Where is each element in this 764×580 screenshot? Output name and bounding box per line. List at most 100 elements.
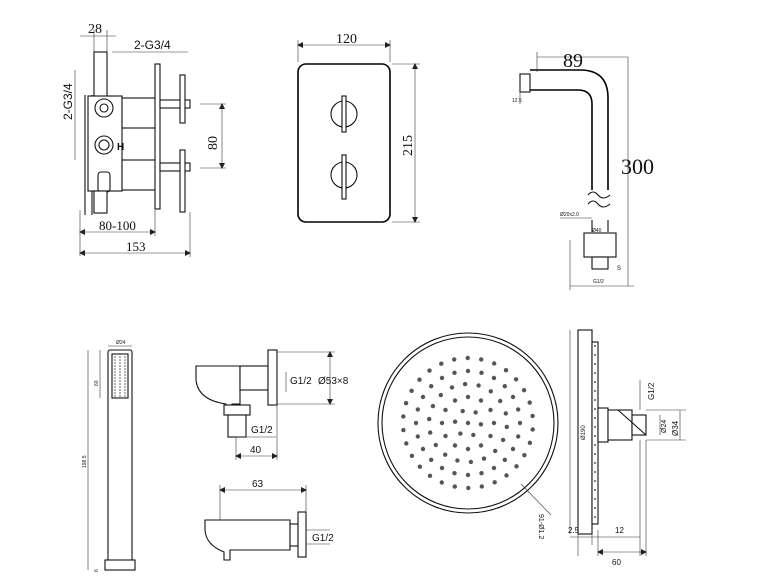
- nozzle-dot: [478, 398, 484, 403]
- handset-nozzle-dot: [114, 368, 116, 370]
- nozzle-dot: [462, 381, 468, 387]
- handset-nozzle-dot: [124, 377, 126, 379]
- nozzle-dot: [493, 448, 498, 454]
- side-nozzle-dot: [594, 417, 596, 419]
- nozzle-dot: [443, 452, 448, 457]
- nozzle-dot: [479, 370, 484, 375]
- holder-thread: G1/2: [312, 533, 334, 544]
- elbow-outlet-thread: G1/2: [251, 425, 273, 436]
- handset-nozzle-dot: [119, 371, 121, 373]
- nozzle-dot: [516, 407, 521, 412]
- nozzle-dot: [502, 384, 507, 389]
- handset-nozzle-dot: [119, 362, 121, 364]
- dim-top-width: 28: [88, 22, 102, 37]
- elbow-thread: G1/2: [290, 376, 312, 387]
- nozzle-dot: [476, 383, 481, 388]
- nozzle-dot: [428, 430, 433, 435]
- handset-nozzle-dot: [114, 359, 116, 361]
- dim-centers: 80: [206, 136, 221, 150]
- handset-nozzle-dot: [114, 374, 116, 376]
- nozzle-dot: [465, 446, 471, 452]
- nozzle-dot: [530, 413, 535, 419]
- hot-label: H: [117, 142, 124, 153]
- nozzle-dot: [439, 420, 445, 426]
- dim-inlet-thread: 2-G3/4: [61, 83, 75, 120]
- handset-nozzle-dot: [124, 362, 126, 364]
- handset-nozzle-dot: [119, 383, 121, 385]
- nozzle-dot: [491, 465, 497, 471]
- nozzle-dot: [458, 431, 463, 436]
- nozzle-dot: [438, 392, 443, 398]
- arm-small-dim-5: G1/2: [593, 279, 604, 285]
- nozzle-dot: [471, 432, 476, 438]
- side-nozzle-dot: [594, 453, 596, 455]
- nozzle-dot: [488, 389, 493, 394]
- side-nozzle-dot: [594, 345, 596, 347]
- showerhead-side-view: Ø190 G1/2 Ø24 Ø34 2.5 12 60: [568, 329, 686, 567]
- nozzle-dot: [473, 410, 478, 415]
- arm-small-dim-1: 12.5: [512, 98, 522, 104]
- handset-nozzle-dot: [114, 389, 116, 391]
- wall-holder-view: 63 G1/2: [204, 479, 334, 561]
- handset-nozzle-dot: [114, 377, 116, 379]
- nozzle-dot: [449, 385, 455, 390]
- handset-nozzle-dot: [124, 386, 126, 388]
- handset-nozzle-dot: [119, 365, 121, 367]
- elbow-flange: Ø53×8: [318, 376, 349, 387]
- side-thread: G1/2: [647, 382, 656, 400]
- side-d2: Ø34: [671, 420, 680, 436]
- side-nozzle-dot: [594, 363, 596, 365]
- nozzle-count-label: 91-Ø1.2: [537, 514, 544, 539]
- handset-nozzle-dot: [124, 359, 126, 361]
- nozzle-dot: [504, 424, 509, 430]
- side-nozzle-row: [594, 345, 596, 518]
- nozzle-dot: [417, 464, 423, 469]
- nozzle-dot: [452, 484, 457, 489]
- dim-depth-range: 80-100: [99, 218, 136, 233]
- nozzle-dot: [498, 398, 503, 404]
- nozzle-dot: [409, 388, 414, 393]
- arm-small-dim-2: Ø20x2.0: [560, 212, 579, 218]
- nozzle-dot: [429, 384, 434, 389]
- nozzle-dot: [465, 420, 471, 426]
- nozzle-dot: [401, 427, 406, 433]
- nozzle-dot: [491, 420, 497, 426]
- nozzle-dot: [465, 394, 471, 400]
- nozzle-dot: [433, 442, 438, 448]
- side-nozzle-dot: [594, 489, 596, 491]
- nozzle-dot: [439, 465, 445, 471]
- nozzle-dot: [452, 443, 458, 448]
- handset-nozzle-dot: [124, 395, 126, 397]
- handset-nozzle-dot: [119, 392, 121, 394]
- nozzle-dot: [452, 419, 458, 424]
- round-showerhead-view: 91-Ø1.2: [377, 332, 559, 539]
- nozzle-dot: [429, 457, 434, 462]
- nozzle-dot: [427, 473, 433, 478]
- handset-nozzle-dot: [124, 365, 126, 367]
- nozzle-dot: [465, 472, 471, 478]
- handset-nozzle-dot: [114, 380, 116, 382]
- handset-nozzle-dot: [114, 395, 116, 397]
- nozzle-dot: [430, 403, 436, 409]
- side-diameter: Ø190: [581, 425, 587, 440]
- holder-length: 63: [252, 479, 264, 490]
- nozzle-dot: [479, 471, 484, 476]
- elbow-depth: 40: [250, 445, 262, 456]
- nozzle-dot: [427, 368, 432, 373]
- valve-side-view: 28 2-G3/4 2-G3/4 80 H 80-100 153: [61, 22, 226, 257]
- handset-nozzle-dot: [114, 386, 116, 388]
- nozzle-dot: [491, 375, 497, 381]
- nozzle-dot: [514, 464, 519, 469]
- handset-nozzle-dot: [124, 368, 126, 370]
- handset-nozzle-dot: [114, 383, 116, 385]
- nozzle-dot: [488, 407, 493, 413]
- handset-nozzle-dot: [114, 356, 116, 358]
- handset-nozzle-dot: [119, 368, 121, 370]
- side-nozzle-dot: [594, 462, 596, 464]
- side-nozzle-dot: [594, 381, 596, 383]
- nozzle-dot: [443, 407, 448, 413]
- nozzle-dot: [478, 443, 484, 448]
- nozzle-dot: [522, 453, 527, 458]
